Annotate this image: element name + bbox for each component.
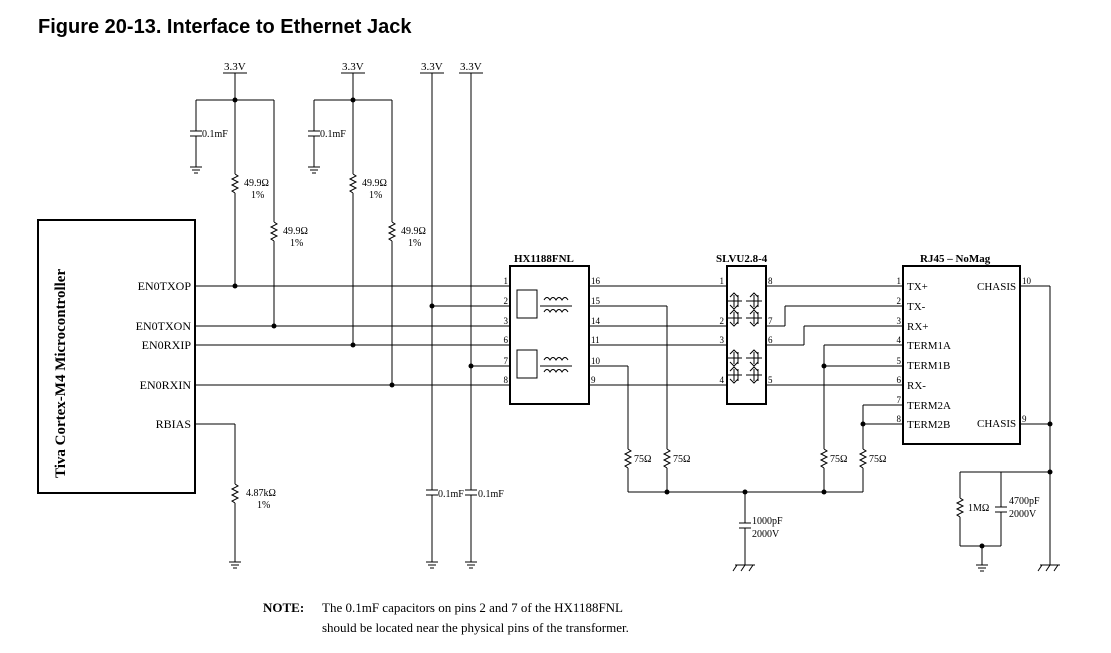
res-tolerance: 1%: [408, 238, 421, 249]
figure-title: Figure 20-13. Interface to Ethernet Jack: [38, 16, 412, 38]
rj45-pin-label: RX-: [907, 380, 926, 392]
pin-number: 6: [768, 335, 773, 345]
mcu-pin-label: EN0TXON: [136, 319, 192, 333]
tvs-label: SLVU2.8-4: [716, 253, 768, 265]
rj45-pin-label: TX+: [907, 281, 928, 293]
res-value: 75Ω: [869, 454, 886, 465]
transformer-symbols: [516, 289, 572, 379]
rj45-pin-label: TERM1B: [907, 360, 950, 372]
pin-number: 1: [504, 276, 509, 286]
cap-value: 1000pF: [752, 516, 783, 527]
mcu-pin-label: EN0RXIP: [142, 338, 192, 352]
pin-number: 1: [897, 276, 902, 286]
pin-number: 5: [897, 356, 902, 366]
pin-number: 8: [897, 414, 902, 424]
res-tolerance: 1%: [290, 238, 303, 249]
cap-value: 0.1mF: [320, 129, 346, 140]
res-value: 75Ω: [634, 454, 651, 465]
supply-labels: 3.3V 3.3V 3.3V 3.3V: [223, 61, 483, 74]
rj45-pin-label: TERM2A: [907, 400, 951, 412]
pin-number: 2: [897, 296, 902, 306]
pin-number: 1: [720, 276, 725, 286]
pin-number: 8: [768, 276, 773, 286]
pin-number: 16: [591, 276, 601, 286]
transformer-pin-numbers: 1 2 3 6 7 8 16 15 14 11 10 9: [504, 276, 601, 385]
cap-voltage: 2000V: [752, 529, 780, 540]
signal-wiring: [195, 283, 510, 569]
pin-number: 7: [504, 356, 509, 366]
tvs-diodes: [725, 292, 763, 384]
tvs-pin-numbers: 1 2 3 4 8 7 6 5: [720, 276, 774, 385]
pin-number: 14: [591, 316, 601, 326]
pin-number: 15: [591, 296, 601, 306]
pin-number: 3: [720, 335, 725, 345]
cap-value: 0.1mF: [202, 129, 228, 140]
res-tolerance: 1%: [251, 190, 264, 201]
component-values: 0.1mF 0.1mF 49.9Ω 1% 49.9Ω 1% 49.9Ω 1% 4…: [202, 129, 504, 500]
res-value: 1MΩ: [968, 503, 989, 514]
res-value: 49.9Ω: [244, 178, 269, 189]
res-value: 75Ω: [673, 454, 690, 465]
mcu-pin-labels: EN0TXOP EN0TXON EN0RXIP EN0RXIN RBIAS: [136, 279, 192, 431]
res-value: 49.9Ω: [401, 226, 426, 237]
res-value: 49.9Ω: [362, 178, 387, 189]
mcu-pin-label: EN0TXOP: [138, 279, 192, 293]
note-line-2: should be located near the physical pins…: [322, 620, 629, 635]
transformer-label: HX1188FNL: [514, 253, 574, 265]
pin-number: 6: [504, 335, 509, 345]
rj45-chasis-label: CHASIS: [977, 281, 1016, 293]
cap-value: 0.1mF: [438, 489, 464, 500]
pin-number: 9: [1022, 414, 1027, 424]
rj45-pin-label: RX+: [907, 321, 928, 333]
rj45-pin-label: TX-: [907, 301, 926, 313]
pin-number: 2: [504, 296, 509, 306]
transformer-box: [509, 265, 590, 405]
pin-number: 3: [897, 316, 902, 326]
chassis-wiring: [955, 285, 1061, 572]
rj45-pin-numbers: 1 2 3 4 5 6 7 8: [897, 276, 902, 424]
rbias-value: 4.87kΩ: [246, 488, 276, 499]
pin-number: 10: [1022, 276, 1032, 286]
rj45-pin-label: TERM2B: [907, 419, 950, 431]
rj45-label: RJ45 – NoMag: [920, 253, 991, 265]
supply-label: 3.3V: [421, 61, 443, 73]
res-value: 75Ω: [830, 454, 847, 465]
pin-number: 2: [720, 316, 725, 326]
cap-value: 0.1mF: [478, 489, 504, 500]
pin-number: 5: [768, 375, 773, 385]
res-tolerance: 1%: [369, 190, 382, 201]
supply-label: 3.3V: [224, 61, 246, 73]
pin-number: 7: [768, 316, 773, 326]
rj45-pin-labels: TX+ TX- RX+ TERM1A TERM1B RX- TERM2A TER…: [907, 276, 1032, 431]
rbias-tolerance: 1%: [257, 500, 270, 511]
rj45-chasis-label: CHASIS: [977, 418, 1016, 430]
rj45-pin-label: TERM1A: [907, 340, 951, 352]
note-label: NOTE:: [263, 600, 304, 615]
pin-number: 10: [591, 356, 601, 366]
line-side-wiring: [589, 285, 903, 572]
line-side-values: 75Ω 75Ω 75Ω 75Ω 1000pF 2000V: [634, 454, 886, 540]
microcontroller-box: [37, 219, 196, 494]
supply-label: 3.3V: [460, 61, 482, 73]
res-value: 49.9Ω: [283, 226, 308, 237]
pin-number: 7: [897, 395, 902, 405]
rj45-box: [902, 265, 1021, 445]
pin-number: 9: [591, 375, 596, 385]
pin-number: 4: [720, 375, 725, 385]
tvs-box: [726, 265, 767, 405]
pin-number: 6: [897, 375, 902, 385]
pin-number: 3: [504, 316, 509, 326]
microcontroller-label: Tiva Cortex-M4 Microcontroller: [53, 269, 69, 478]
mcu-pin-label: EN0RXIN: [140, 378, 192, 392]
supply-label: 3.3V: [342, 61, 364, 73]
note-line-1: The 0.1mF capacitors on pins 2 and 7 of …: [322, 600, 623, 615]
pin-number: 8: [504, 375, 509, 385]
pin-number: 4: [897, 335, 902, 345]
mcu-pin-label: RBIAS: [156, 417, 191, 431]
cap-value: 4700pF: [1009, 496, 1040, 507]
cap-voltage: 2000V: [1009, 509, 1037, 520]
supply-wiring: [189, 73, 478, 569]
pin-number: 11: [591, 335, 600, 345]
